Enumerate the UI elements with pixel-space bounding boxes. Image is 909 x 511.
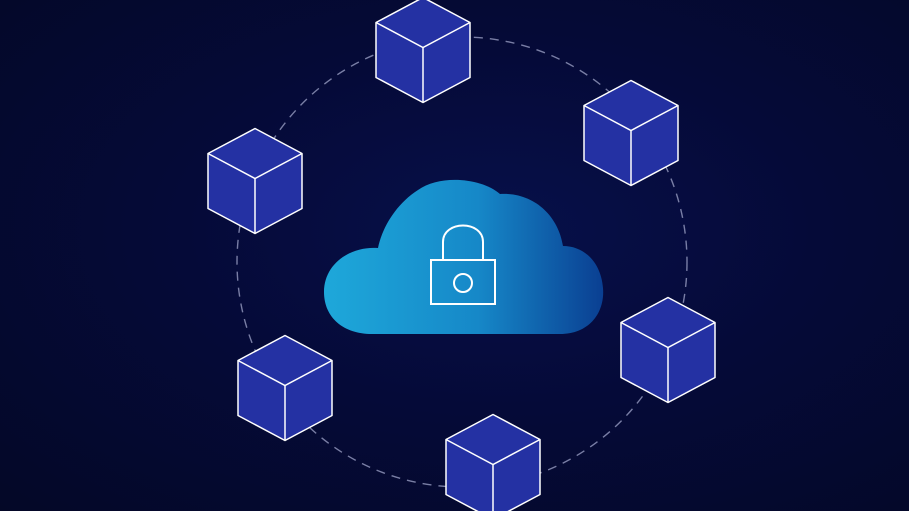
cloud-icon	[324, 179, 604, 334]
cube-icon	[620, 296, 716, 404]
padlock-icon	[430, 224, 496, 305]
cube-icon	[207, 127, 303, 235]
cube-icon	[445, 413, 541, 511]
cube-icon	[237, 334, 333, 442]
cube-icon	[583, 79, 679, 187]
cube-group	[207, 0, 716, 511]
cube-icon	[375, 0, 471, 104]
